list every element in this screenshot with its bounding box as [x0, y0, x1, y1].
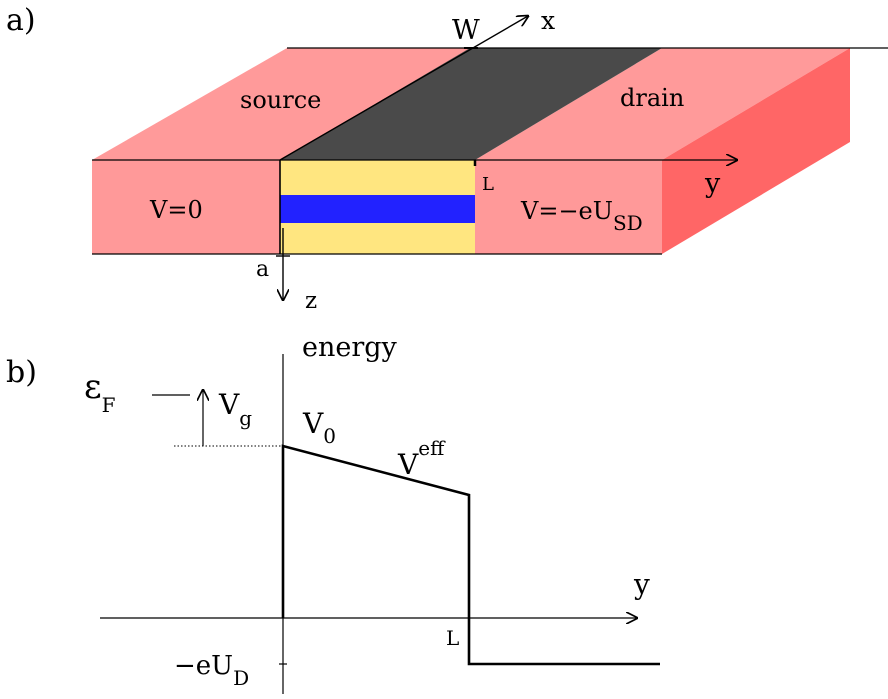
source-label: source — [240, 86, 321, 114]
source-top-face — [92, 48, 475, 160]
fermi-energy-label: εF — [84, 367, 116, 417]
length-label-b: L — [446, 626, 459, 650]
source-potential: V=0 — [149, 196, 203, 224]
drain-label: drain — [620, 84, 684, 112]
drain-potential-sub: SD — [613, 211, 643, 235]
energy-axis-label: energy — [302, 332, 398, 363]
panel-b-label: b) — [6, 355, 37, 390]
gate-voltage-label: Vg — [218, 388, 252, 430]
quantum-well — [280, 195, 475, 223]
gate-sub: g — [239, 406, 252, 430]
veff-sup: eff — [418, 436, 446, 460]
drain-potential-main: V=−eU — [520, 197, 613, 225]
veff-label: Veff — [397, 436, 446, 481]
drain-potential: V=−eUSD — [520, 197, 643, 235]
y-axis-label-b: y — [633, 568, 650, 601]
depth-label: a — [256, 257, 269, 282]
x-axis-arrow — [279, 16, 528, 161]
x-axis-label: x — [541, 6, 555, 35]
length-label-a: L — [482, 174, 494, 195]
bias-sub: D — [233, 666, 249, 690]
gate-main: V — [218, 388, 240, 421]
drain-top-face — [475, 48, 850, 160]
veff-main: V — [397, 448, 419, 481]
barrier-lower — [280, 223, 475, 254]
z-axis-label: z — [305, 288, 317, 314]
drain-front-face — [475, 160, 662, 254]
bias-label: −eUD — [174, 651, 249, 690]
gate-top-face — [280, 48, 662, 160]
v0-main: V — [302, 407, 324, 440]
drain-side-face — [662, 48, 850, 254]
fermi-sub: F — [102, 393, 116, 417]
bias-main: −eU — [174, 651, 233, 681]
v0-label: V0 — [302, 407, 336, 448]
y-axis-label-a: y — [704, 168, 721, 199]
fermi-main: ε — [84, 367, 102, 407]
potential-profile — [281, 444, 660, 666]
panel-a-label: a) — [6, 3, 36, 38]
v0-sub: 0 — [323, 424, 336, 448]
source-front-face — [92, 160, 280, 254]
barrier-upper — [280, 160, 475, 195]
width-label: W — [452, 15, 480, 46]
